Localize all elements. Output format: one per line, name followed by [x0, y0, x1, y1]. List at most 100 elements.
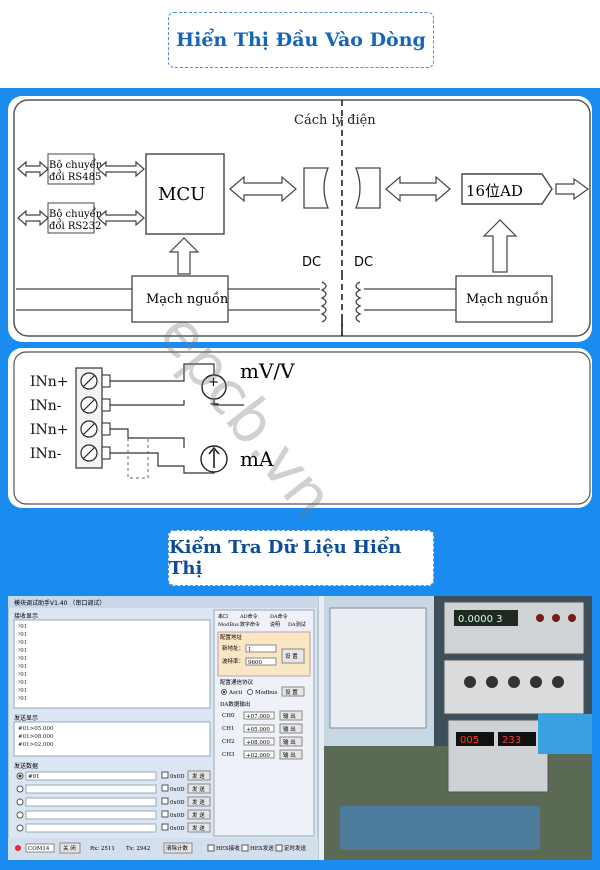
svg-text:DA命令: DA命令 [270, 613, 288, 620]
power-left-block [131, 275, 229, 323]
svg-text:CH1: CH1 [222, 726, 235, 732]
ad-block [461, 173, 553, 205]
block-diagram: Cách ly điện Bộ chuyển đổi RS485 Bộ chuy… [13, 99, 591, 337]
send-data-label: 发送数据 [14, 762, 38, 770]
svg-text:+08.000: +08.000 [246, 740, 270, 746]
window-title: 模块调试助手V1.40 （串口调试） [14, 599, 105, 607]
svg-text:发 送: 发 送 [192, 811, 205, 819]
svg-text:!01: !01 [18, 680, 27, 686]
svg-text:HEX发送: HEX发送 [250, 844, 274, 852]
bench-photo: 0.0000 3 005 233 [324, 596, 592, 860]
debug-software-window: 模块调试助手V1.40 （串口调试） 接收显示 !01 !01 !01 !01 … [7, 595, 319, 861]
wiring-panel: INn+ INn- INn+ INn- + − mV/V mA [8, 348, 592, 508]
multimeter [443, 601, 585, 655]
voltage-plus: + [208, 375, 219, 390]
svg-text:配置通信协议: 配置通信协议 [220, 678, 254, 686]
svg-text:输 出: 输 出 [283, 738, 296, 746]
wiring-diagram: INn+ INn- INn+ INn- + − mV/V mA [13, 351, 591, 505]
svg-text:!01: !01 [18, 696, 27, 702]
svg-text:CH3: CH3 [222, 752, 235, 758]
ad-input-arrow [555, 177, 590, 201]
svg-text:#01: #01 [28, 774, 40, 780]
svg-text:!01: !01 [18, 672, 27, 678]
iso-ad-arrow [385, 175, 451, 203]
svg-text:波特率：: 波特率： [222, 657, 244, 665]
send-display-label: 发送显示 [14, 714, 38, 722]
svg-text:0.0000 3: 0.0000 3 [458, 614, 503, 625]
mcu-label: MCU [158, 184, 205, 205]
svg-text:发 送: 发 送 [192, 772, 205, 780]
power-right-block [455, 275, 553, 323]
rs485-converter [47, 153, 95, 185]
power-right-arrow [482, 219, 518, 273]
svg-text:设 置: 设 置 [285, 688, 298, 696]
svg-text:!01: !01 [18, 664, 27, 670]
terminal-4-label: INn- [30, 446, 62, 462]
svg-text:输 出: 输 出 [283, 751, 296, 759]
svg-text:+02.000: +02.000 [246, 753, 270, 759]
current-label: mA [240, 447, 274, 471]
svg-text:Rx: 2511: Rx: 2511 [90, 846, 115, 852]
rs232-label-1: Bộ chuyển [49, 208, 103, 220]
svg-text:COM14: COM14 [28, 846, 50, 852]
svg-text:0x0D: 0x0D [170, 826, 185, 832]
svg-text:HEX接收: HEX接收 [216, 844, 240, 852]
svg-text:!01: !01 [18, 640, 27, 646]
svg-text:发 送: 发 送 [192, 785, 205, 793]
svg-text:0x0D: 0x0D [170, 813, 185, 819]
isolator-right [355, 167, 381, 209]
svg-text:CH2: CH2 [222, 739, 235, 745]
power-left-arrow [168, 237, 200, 275]
svg-text:0x0D: 0x0D [170, 774, 185, 780]
svg-text:清除计数: 清除计数 [166, 844, 189, 852]
power-supply [447, 719, 549, 793]
svg-text:输 出: 输 出 [283, 725, 296, 733]
voltage-label: mV/V [240, 359, 295, 383]
mcu-iso-arrow [229, 175, 297, 203]
power-left-label: Mạch nguồn [146, 291, 229, 307]
converter-arrows [17, 160, 145, 227]
terminal-1-label: INn+ [30, 374, 69, 390]
terminal-screws [80, 372, 98, 462]
svg-text:ModBus: ModBus [218, 622, 239, 628]
svg-text:AD命令: AD命令 [239, 613, 258, 620]
svg-text:Tx: 2942: Tx: 2942 [126, 846, 150, 852]
terminal-2-label: INn- [30, 398, 62, 414]
svg-text:!01: !01 [18, 632, 27, 638]
svg-text:DA测试: DA测试 [288, 621, 306, 628]
svg-text:Ascii: Ascii [228, 690, 243, 696]
svg-text:CH0: CH0 [222, 713, 235, 719]
svg-text:定时发送: 定时发送 [284, 844, 307, 852]
svg-text:1: 1 [248, 647, 252, 653]
isolation-label: Cách ly điện [294, 113, 376, 128]
voltage-source-icon [201, 374, 227, 400]
svg-text:DA数据输出: DA数据输出 [220, 700, 250, 708]
ad-label: 16位AD [466, 182, 523, 200]
svg-text:输 出: 输 出 [283, 712, 296, 720]
screenshots-panel: 模块调试助手V1.40 （串口调试） 接收显示 !01 !01 !01 !01 … [7, 595, 592, 861]
svg-text:0x0D: 0x0D [170, 800, 185, 806]
svg-text:数字命令: 数字命令 [240, 621, 260, 628]
svg-text:005: 005 [460, 735, 479, 746]
terminal-3-label: INn+ [30, 422, 69, 438]
svg-text:说明: 说明 [270, 621, 280, 628]
svg-text:#01>08.000: #01>08.000 [18, 734, 54, 740]
dc-left-label: DC [302, 255, 321, 270]
svg-text:+05.000: +05.000 [246, 727, 270, 733]
rs485-label-1: Bộ chuyển [49, 159, 103, 171]
section-title-data-check: Kiểm Tra Dữ Liệu Hiển Thị [168, 530, 434, 586]
power-lines [16, 288, 456, 311]
svg-text:发 送: 发 送 [192, 824, 205, 832]
svg-text:!01: !01 [18, 688, 27, 694]
svg-text:串口: 串口 [218, 614, 228, 620]
svg-text:关 闭: 关 闭 [63, 844, 76, 852]
rs485-label-2: đổi RS485 [49, 171, 101, 183]
coil-left [320, 281, 327, 323]
block-diagram-panel: Cách ly điện Bộ chuyển đổi RS485 Bộ chuy… [8, 96, 592, 342]
rs232-label-2: đổi RS232 [49, 220, 101, 232]
voltage-minus: − [209, 397, 220, 412]
svg-text:233: 233 [502, 735, 521, 746]
svg-text:发 送: 发 送 [192, 798, 205, 806]
screenshots: 模块调试助手V1.40 （串口调试） 接收显示 !01 !01 !01 !01 … [7, 595, 592, 861]
svg-text:新地址：: 新地址： [222, 644, 244, 652]
